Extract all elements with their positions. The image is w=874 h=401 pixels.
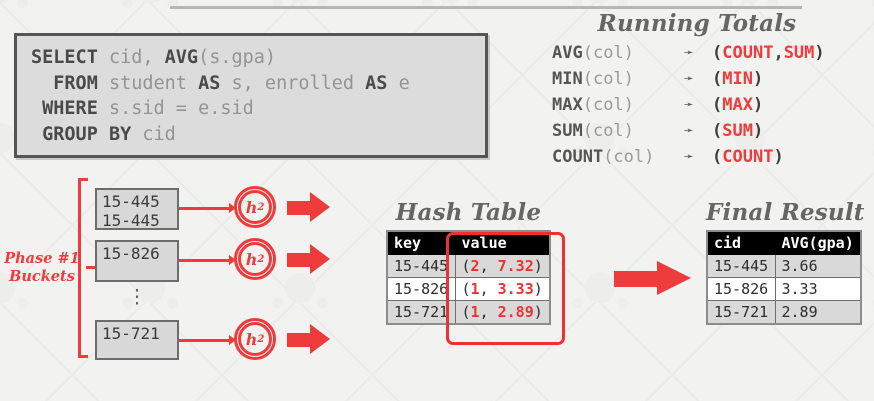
running-totals-row: COUNT(col) ➛ (COUNT) (552, 144, 874, 170)
running-totals-row: MIN(col) ➛ (MIN) (552, 66, 874, 92)
cell-avg: 3.66 (774, 254, 862, 278)
aggregate-expression: SUM(col) (552, 121, 634, 141)
bucket-ellipsis-icon: ⋮ (127, 287, 147, 308)
phase-label-line-1: Phase #1 (4, 250, 80, 267)
top-divider-rule (170, 6, 802, 9)
hash-table-to-result-arrow-icon (614, 261, 691, 296)
bucket-to-hash-arrowhead-icon (229, 335, 236, 345)
hash-to-table-arrow-icon (287, 244, 330, 274)
cell-key: 15-445 (386, 254, 456, 278)
bucket-to-hash-arrowhead-icon (229, 203, 236, 213)
aggregate-expression: COUNT(col) (552, 147, 655, 167)
cell-cid: 15-826 (706, 277, 776, 301)
cell-avg: 3.33 (774, 277, 862, 301)
bucket-box: 15-445 15-445 (95, 188, 179, 230)
cell-avg: 2.89 (774, 300, 862, 325)
running-totals-row: AVG(col) ➛ (COUNT,SUM) (552, 40, 874, 66)
running-totals-title: Running Totals (597, 10, 797, 37)
running-total-output: (MAX) (712, 95, 764, 115)
table-header-row: cid AVG(gpa) (706, 230, 862, 255)
column-header-cid: cid (706, 230, 776, 255)
final-result-section: Final Result cid AVG(gpa) 15-445 3.66 15… (706, 199, 865, 325)
cell-value: (1, 2.89) (454, 300, 551, 325)
hash-to-table-arrow-icon (287, 192, 330, 222)
cell-cid: 15-445 (706, 254, 776, 278)
bucket-to-hash-line (179, 207, 231, 210)
table-row: 15-445 3.66 (706, 254, 862, 278)
running-totals-row: MAX(col) ➛ (MAX) (552, 92, 874, 118)
phase-brace (78, 178, 88, 358)
phase-buckets-label: Phase #1 Buckets (2, 250, 82, 286)
aggregate-expression: AVG(col) (552, 43, 634, 63)
final-result-table: cid AVG(gpa) 15-445 3.66 15-826 3.33 15-… (706, 230, 862, 325)
maps-to-arrow-icon: ➛ (684, 69, 694, 88)
cell-value: (2, 7.32) (454, 254, 551, 278)
table-header-row: key value (386, 230, 551, 255)
aggregate-expression: MIN(col) (552, 69, 634, 89)
maps-to-arrow-icon: ➛ (684, 43, 694, 62)
cell-key: 15-721 (386, 300, 456, 325)
table-row: 15-721 (1, 2.89) (386, 300, 551, 325)
sql-query-box: SELECT cid, AVG(s.gpa) FROM student AS s… (14, 33, 488, 158)
running-totals-list: AVG(col) ➛ (COUNT,SUM) MIN(col) ➛ (MIN) … (520, 40, 874, 170)
bucket-to-hash-arrowhead-icon (229, 255, 236, 265)
running-total-output: (COUNT) (712, 147, 784, 167)
sql-line-1: SELECT cid, AVG(s.gpa) (31, 47, 277, 68)
running-totals-row: SUM(col) ➛ (SUM) (552, 118, 874, 144)
column-header-value: value (454, 230, 551, 255)
cell-key: 15-826 (386, 277, 456, 301)
running-total-output: (COUNT,SUM) (712, 43, 825, 63)
sql-line-3: WHERE s.sid = e.sid (42, 98, 254, 119)
column-header-key: key (386, 230, 456, 255)
phase-brace-tick (86, 266, 97, 269)
bucket-box: 15-721 (95, 320, 179, 360)
hash-table-title: Hash Table (395, 199, 542, 226)
bucket-box: 15-826 (95, 240, 179, 282)
bucket-to-hash-line (179, 339, 231, 342)
sql-line-2: FROM student AS s, enrolled AS e (53, 72, 410, 94)
running-total-output: (SUM) (712, 121, 764, 141)
cell-cid: 15-721 (706, 300, 776, 325)
table-row: 15-721 2.89 (706, 300, 862, 325)
hash-table: key value 15-445 (2, 7.32) 15-826 (1, 3.… (386, 230, 551, 325)
aggregate-expression: MAX(col) (552, 95, 634, 115)
maps-to-arrow-icon: ➛ (684, 95, 694, 114)
table-row: 15-445 (2, 7.32) (386, 254, 551, 278)
phase-label-line-2: Buckets (9, 268, 75, 285)
bucket-to-hash-line (179, 259, 231, 262)
maps-to-arrow-icon: ➛ (684, 147, 694, 166)
running-total-output: (MIN) (712, 69, 764, 89)
table-row: 15-826 (1, 3.33) (386, 277, 551, 301)
final-result-title: Final Result (706, 199, 865, 226)
table-row: 15-826 3.33 (706, 277, 862, 301)
hash-table-section: Hash Table key value 15-445 (2, 7.32) 15… (386, 199, 551, 325)
column-header-avg-gpa: AVG(gpa) (774, 230, 862, 255)
cell-value: (1, 3.33) (454, 277, 551, 301)
sql-line-4: GROUP BY cid (42, 123, 176, 145)
maps-to-arrow-icon: ➛ (684, 121, 694, 140)
running-totals-section: Running Totals AVG(col) ➛ (COUNT,SUM) MI… (520, 10, 874, 170)
hash-to-table-arrow-icon (287, 324, 330, 354)
